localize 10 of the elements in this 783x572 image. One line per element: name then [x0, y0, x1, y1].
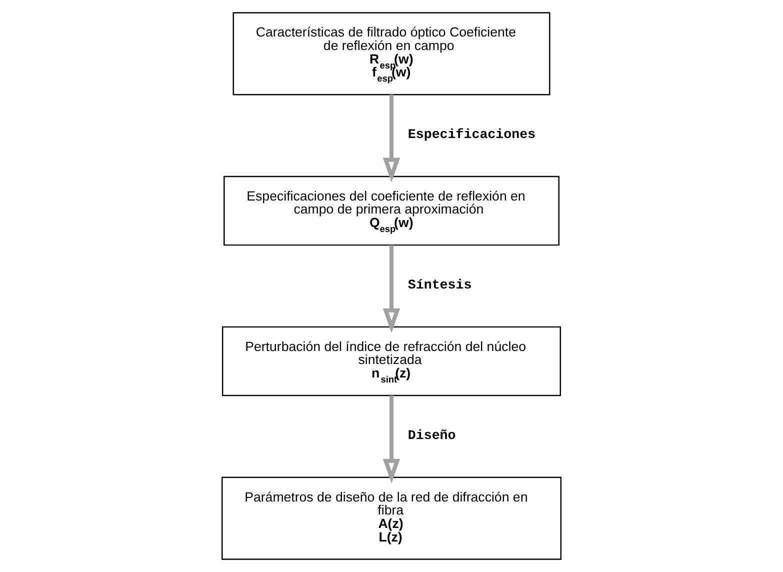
edge-label: Síntesis — [408, 277, 472, 292]
edge-label: Especificaciones — [408, 126, 536, 142]
node-box: Perturbación del índice de refracción del núcleo sintetizada n$_{sint}$(z) — [222, 326, 561, 396]
arrow — [382, 396, 400, 484]
edge-label: Diseño — [408, 428, 456, 443]
arrow — [382, 94, 400, 182]
node-box: Características de filtrado óptico Coeficiente de reflexión en campo R$_{esp}$(w) f$_{esp}$(w) — [232, 12, 550, 96]
node-box: Parámetros de diseño de la red de difracción en fibra A(z) L(z) — [221, 476, 562, 560]
node-box: Especificaciones del coeficiente de reflexión en campo de primera aproximación Q$_{esp}$(w) — [224, 176, 560, 246]
arrow — [382, 245, 400, 333]
